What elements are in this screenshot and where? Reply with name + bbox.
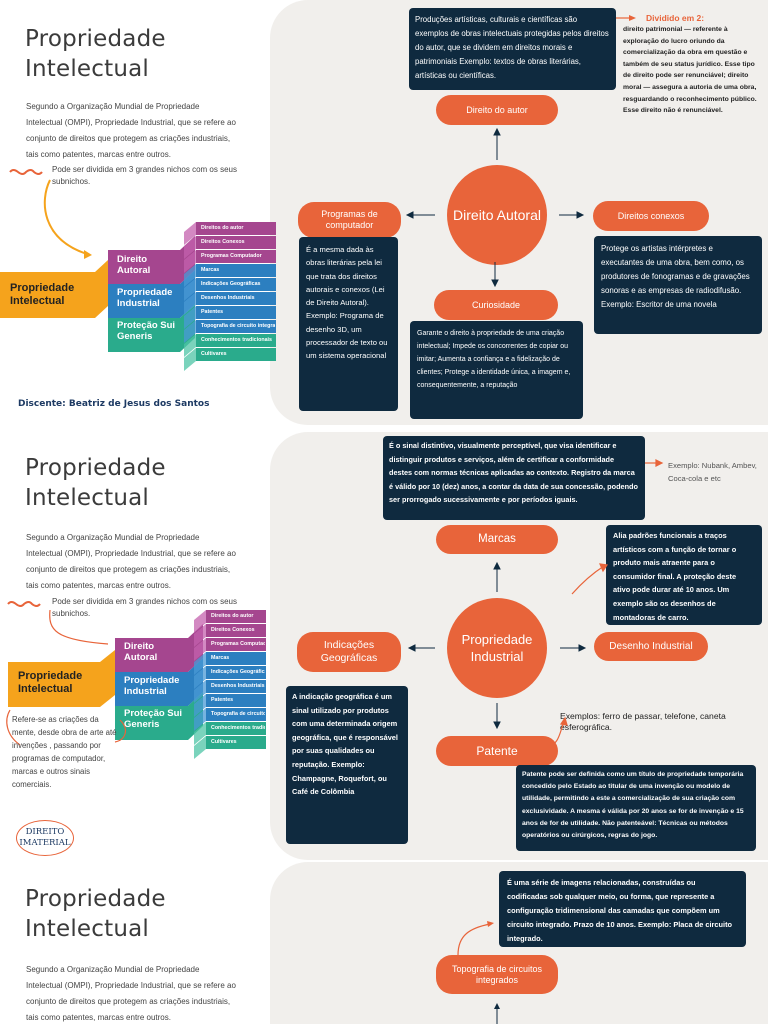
stair-label: Direitos do autor [211, 613, 254, 619]
stair-side [184, 292, 196, 315]
title-line2: Intelectual [25, 485, 149, 511]
stair-side [184, 250, 196, 273]
stair-label: Topografia de circuito integrado [201, 323, 275, 329]
stair-side [194, 680, 206, 703]
dividido-label: Dividido em 2: [646, 13, 705, 23]
title-line1: Propriedade [25, 886, 166, 912]
topografia-node[interactable]: Topografia de circuitos integrados [436, 955, 558, 994]
patente-node[interactable]: Patente [436, 736, 558, 766]
stair-side [184, 306, 196, 329]
propriedade-industrial-center[interactable]: Propriedade Industrial [447, 598, 547, 698]
stair-label: Marcas [201, 267, 220, 273]
stair-label: Conhecimentos tradicionais [201, 337, 272, 343]
desenho-box: Alia padrões funcionais a traços artísti… [606, 525, 762, 625]
stair-label: Conhecimentos tradicionais [211, 725, 265, 731]
block-propriedade-intelectual: Propriedade Intelectual [18, 670, 83, 695]
stair-label: Patentes [201, 309, 224, 315]
producoes-box: Produções artísticas, culturais e cientí… [409, 8, 616, 90]
desenho-node[interactable]: Desenho Industrial [594, 632, 708, 661]
direitos-conexos-node[interactable]: Direitos conexos [593, 201, 709, 231]
stair-label: Desenhos Industriais [201, 295, 255, 301]
marca-example: Exemplo: Nubank, Ambev, Coca-cola e etc [668, 461, 757, 483]
title-line2: Intelectual [25, 56, 149, 82]
section3-intro: Segundo a Organização Mundial de Proprie… [26, 965, 236, 1022]
section1-title: Propriedade Intelectual [25, 24, 166, 84]
curved-arrow-icon [43, 179, 91, 256]
stair-label: Direitos Conexos [201, 239, 245, 245]
stair-label: Indicações Geográficas [211, 669, 265, 675]
stair-side [184, 222, 196, 245]
stair-side [194, 708, 206, 731]
title-line1: Propriedade [25, 455, 166, 481]
section2-title: Propriedade Intelectual [25, 453, 166, 513]
block-protecao-sui-generis: Proteção Sui Generis [117, 320, 176, 342]
stair-label: Patentes [211, 697, 234, 703]
stair-label: Desenhos Industriais [211, 683, 265, 689]
topografia-box: É uma série de imagens relacionadas, con… [499, 871, 746, 947]
block-propriedade-industrial: Propriedade Industrial [117, 287, 173, 309]
patente-example: Exemplos: ferro de passar, telefone, can… [560, 711, 726, 732]
direito-autoral-center[interactable]: Direito Autoral [447, 165, 547, 265]
stair-side [184, 320, 196, 343]
stair-side [194, 638, 206, 661]
block-propriedade-industrial: Propriedade Industrial [124, 675, 180, 697]
curiosidade-node[interactable]: Curiosidade [434, 290, 558, 320]
stair-label: Direitos do autor [201, 225, 244, 231]
block-protecao-sui-generis: Proteção Sui Generis [124, 708, 183, 730]
marcas-node[interactable]: Marcas [436, 525, 558, 554]
programas-box: É a mesma dada às obras literárias pela … [299, 237, 398, 411]
stair-side [194, 736, 206, 759]
stair-side [194, 666, 206, 689]
stair-side [184, 236, 196, 259]
stair-side [194, 694, 206, 717]
stamp-line2: IMATERIAL [19, 838, 71, 848]
stair-side [194, 652, 206, 675]
stair-label: Cultivares [201, 351, 227, 357]
title-line2: Intelectual [25, 916, 149, 942]
refere-text: Refere-se as criações da mente, desde ob… [12, 715, 117, 789]
stair-label: Direitos Conexos [211, 627, 255, 633]
direito-imaterial-stamp: DIREITO IMATERIAL [16, 820, 74, 856]
section2-intro: Segundo a Organização Mundial de Proprie… [26, 533, 236, 590]
stair-label: Cultivares [211, 739, 237, 745]
stair-label: Topografia de circuito integrado [211, 711, 265, 717]
stair-side [194, 722, 206, 745]
block-direito-autoral: Direito Autoral [117, 254, 151, 276]
direito-autor-node[interactable]: Direito do autor [436, 95, 558, 125]
stair-label: Programas Computador [201, 253, 262, 259]
stair-side [184, 348, 196, 371]
block-direito-autoral: Direito Autoral [124, 641, 158, 663]
marca-box: É o sinal distintivo, visualmente percep… [383, 436, 645, 520]
curiosidade-box: Garante o direito à propriedade de uma c… [410, 321, 583, 419]
patente-box: Patente pode ser definida como um título… [516, 765, 756, 851]
stair-label: Marcas [211, 655, 230, 661]
dividido-text: direito patrimonial — referente à explor… [623, 26, 757, 115]
indicacoes-node[interactable]: Indicações Geográficas [297, 632, 401, 672]
programas-node[interactable]: Programas de computador [298, 202, 401, 238]
section1-intro: Segundo a Organização Mundial de Proprie… [26, 102, 236, 159]
squiggle-icon [7, 601, 41, 607]
student-name: Discente: Beatriz de Jesus dos Santos [18, 399, 210, 409]
stair-side [184, 264, 196, 287]
conexos-box: Protege os artistas intérpretes e execut… [594, 236, 762, 334]
stair-side [194, 624, 206, 647]
squiggle-icon [9, 169, 43, 175]
stair-side [184, 334, 196, 357]
title-line1: Propriedade [25, 26, 166, 52]
stair-side [184, 278, 196, 301]
stair-label: Indicações Geográficas [201, 281, 261, 287]
indicacoes-box: A indicação geográfica é um sinal utiliz… [286, 686, 408, 844]
block-propriedade-intelectual: Propriedade Intelectual [10, 282, 75, 307]
section1-niche-text: Pode ser dividida em 3 grandes nichos co… [52, 165, 237, 186]
stair-label: Programas Computador [211, 641, 265, 647]
stamp-line1: DIREITO [25, 827, 65, 837]
section3-title: Propriedade Intelectual [25, 884, 166, 944]
